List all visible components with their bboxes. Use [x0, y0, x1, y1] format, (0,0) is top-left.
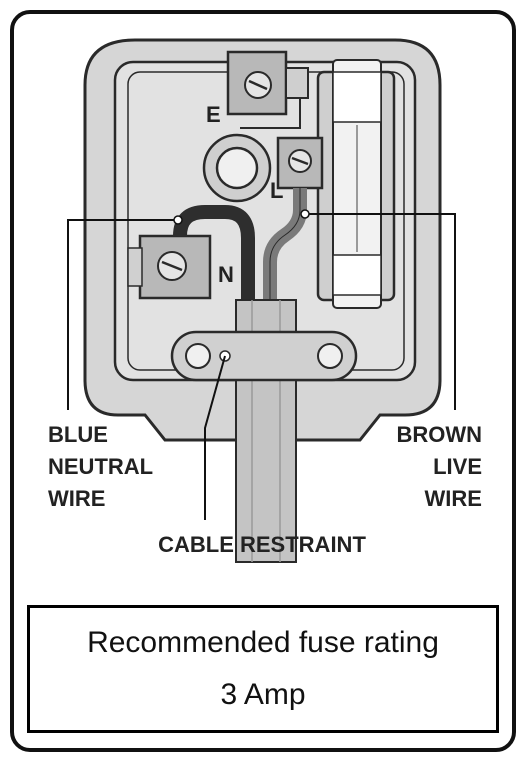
brown-wire-label-line2: LIVE — [433, 454, 482, 479]
centre-pin-hole — [202, 133, 272, 203]
neutral-wire — [173, 205, 255, 320]
blue-wire-label-line2: NEUTRAL — [48, 454, 153, 479]
brown-wire-label-line1: BROWN — [396, 422, 482, 447]
fuse-rating-box: Recommended fuse rating 3 Amp — [27, 605, 499, 733]
cable-restraint-label: CABLE RESTRAINT — [158, 532, 366, 557]
blue-wire-label-line1: BLUE — [48, 422, 108, 447]
blue-wire-label-line3: WIRE — [48, 486, 105, 511]
neutral-terminal-label: N — [218, 262, 234, 287]
live-terminal — [276, 136, 324, 190]
fuse-rating-heading: Recommended fuse rating — [87, 626, 439, 659]
earth-terminal-label: E — [206, 102, 221, 127]
cable-restraint-leader — [204, 355, 226, 520]
brown-wire-leader — [305, 213, 456, 410]
brown-wire-label-line3: WIRE — [425, 486, 482, 511]
neutral-terminal — [127, 234, 212, 300]
fuse — [316, 59, 396, 309]
cable-restraint-clamp — [170, 330, 358, 382]
live-terminal-label: L — [270, 178, 283, 203]
fuse-rating-value: 3 Amp — [220, 678, 306, 711]
blue-wire-leader — [67, 219, 178, 410]
earth-terminal — [226, 50, 309, 129]
